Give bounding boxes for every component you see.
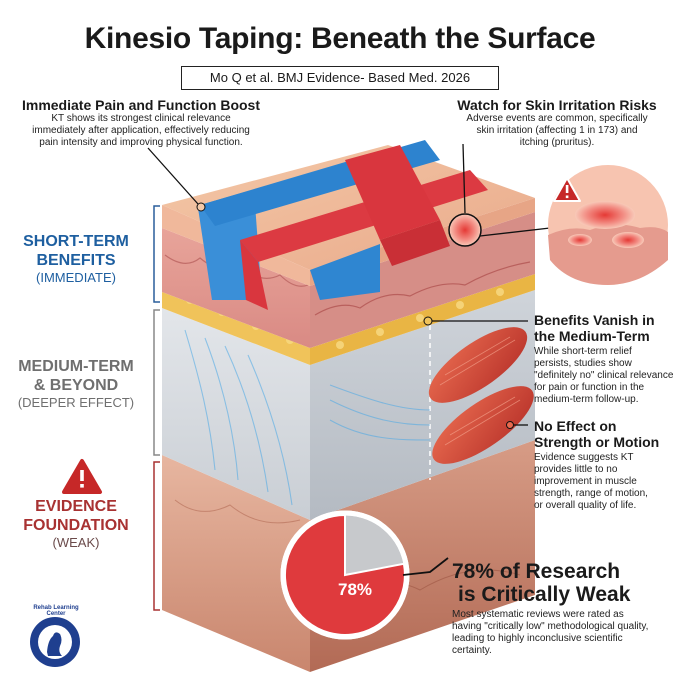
- callout-pain-boost-title: Immediate Pain and Function Boost: [21, 97, 261, 113]
- warning-triangle-icon: [553, 177, 581, 202]
- title-line: is Critically Weak: [458, 583, 631, 606]
- callout-research-body: Most systematic reviews were rated as ha…: [452, 609, 676, 657]
- section-short-term: SHORT-TERM BENEFITS (IMMEDIATE): [0, 232, 152, 286]
- muscle-icon: [428, 327, 534, 464]
- citation-box: Mo Q et al. BMJ Evidence- Based Med. 202…: [181, 66, 499, 90]
- section-title-line: MEDIUM-TERM: [18, 358, 134, 375]
- evidence-bracket: [153, 461, 160, 611]
- section-title-line: BENEFITS: [36, 252, 116, 269]
- page-title: Kinesio Taping: Beneath the Surface: [84, 22, 596, 55]
- logo-text: Rehab Learning Center: [33, 605, 79, 617]
- title-line: Strength or Motion: [534, 434, 660, 450]
- body-line: Adverse events are common, specifically: [466, 113, 648, 124]
- logo-icon: [30, 617, 80, 667]
- skin-rash-icon: [548, 165, 668, 285]
- section-subtitle: (DEEPER EFFECT): [17, 395, 135, 410]
- callout-no-effect-title: No Effect on Strength or Motion: [534, 418, 676, 450]
- body-line: Evidence suggests KT: [534, 452, 634, 463]
- pie-percent-label: 78%: [337, 580, 373, 599]
- section-title-line: SHORT-TERM: [23, 233, 129, 250]
- section-title-line: & BEYOND: [33, 377, 119, 394]
- section-title-line: FOUNDATION: [23, 517, 129, 534]
- callout-pain-boost-body: KT shows its strongest clinical relevanc…: [10, 113, 272, 149]
- short-term-bracket: [153, 205, 160, 303]
- title-line: Benefits Vanish in: [534, 312, 655, 328]
- body-line: Most systematic reviews were rated as: [452, 609, 624, 620]
- callout-skin-title: Watch for Skin Irritation Risks: [457, 97, 657, 113]
- body-line: persists, studies show: [534, 358, 632, 369]
- section-title-line: EVIDENCE: [35, 498, 117, 515]
- fat-layer-front: [162, 292, 310, 365]
- section-subtitle: (IMMEDIATE): [36, 270, 116, 285]
- callout-vanish-body: While short-term relief persists, studie…: [534, 346, 676, 406]
- body-line: or overall quality of life.: [534, 500, 637, 511]
- red-tape: [240, 145, 488, 310]
- warning-triangle-icon-evidence: [62, 459, 102, 494]
- evidence-layer-front: [162, 455, 310, 672]
- fascia-layer-front: [162, 308, 310, 520]
- body-line: improvement in muscle: [534, 476, 637, 487]
- body-line: skin irritation (affecting 1 in 173) and: [476, 125, 638, 136]
- body-line: KT shows its strongest clinical relevanc…: [51, 113, 231, 124]
- body-line: While short-term relief: [534, 346, 632, 357]
- callout-skin-irritation: Watch for Skin Irritation Risks Adverse …: [440, 97, 674, 149]
- callout-vanish-title: Benefits Vanish in the Medium-Term: [534, 312, 676, 344]
- body-line: having "critically low" methodological q…: [452, 621, 649, 632]
- body-line: strength, range of motion,: [534, 488, 648, 499]
- medium-term-bracket: [153, 309, 160, 456]
- body-line: medium-term follow-up.: [534, 394, 639, 405]
- section-evidence: EVIDENCE FOUNDATION (WEAK): [0, 497, 152, 551]
- section-medium-term: MEDIUM-TERM & BEYOND (DEEPER EFFECT): [0, 357, 152, 411]
- callout-pain-boost: Immediate Pain and Function Boost KT sho…: [10, 97, 272, 149]
- callout-no-effect: No Effect on Strength or Motion Evidence…: [534, 418, 676, 512]
- title-line: 78% of Research: [452, 560, 621, 583]
- body-line: for pain or function in the: [534, 382, 645, 393]
- callout-research-title: 78% of Research is Critically Weak: [452, 560, 676, 606]
- title-line: No Effect on: [534, 418, 617, 434]
- callout-no-effect-body: Evidence suggests KT provides little to …: [534, 452, 676, 512]
- callout-skin-body: Adverse events are common, specifically …: [440, 113, 674, 149]
- body-line: certainty.: [452, 645, 492, 656]
- body-line: immediately after application, effective…: [32, 125, 250, 136]
- body-line: provides little to no: [534, 464, 618, 475]
- dermis-layer-side: [310, 212, 535, 348]
- body-line: itching (pruritus).: [519, 137, 595, 148]
- body-line: leading to highly inconclusive scientifi…: [452, 633, 623, 644]
- research-pie: [280, 510, 410, 640]
- body-line: pain intensity and improving physical fu…: [39, 137, 243, 148]
- title-line: the Medium-Term: [534, 328, 650, 344]
- callout-research: 78% of Research is Critically Weak Most …: [452, 560, 676, 657]
- section-subtitle: (WEAK): [52, 535, 100, 550]
- callout-benefits-vanish: Benefits Vanish in the Medium-Term While…: [534, 312, 676, 406]
- body-line: "definitely no" clinical relevance: [534, 370, 674, 381]
